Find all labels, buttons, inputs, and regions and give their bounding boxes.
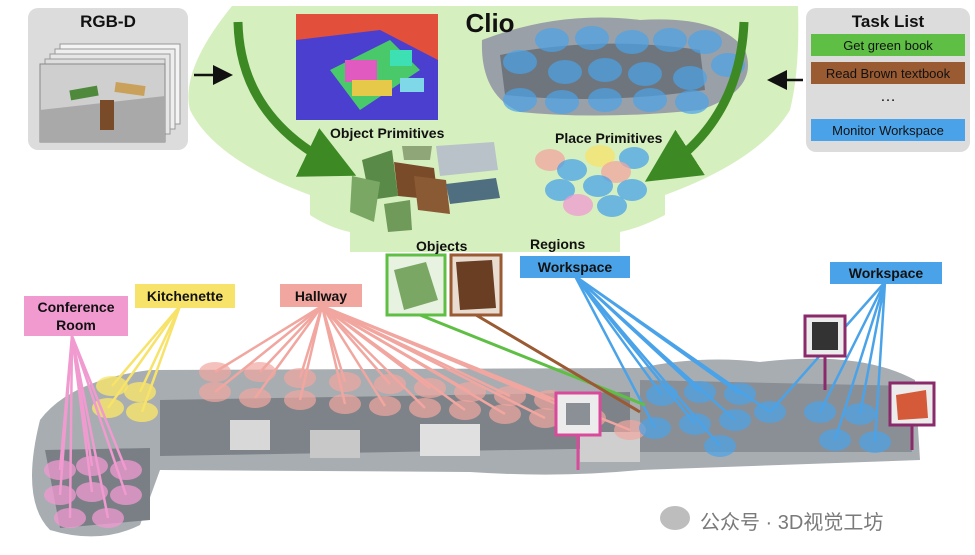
- task-read-brown-textbook: Read Brown textbook: [811, 62, 965, 84]
- place-primitive-circles: [535, 145, 649, 217]
- region-hallway: Hallway: [280, 284, 362, 307]
- clio-title: Clio: [465, 8, 515, 38]
- object-primitives-label: Object Primitives: [330, 125, 445, 141]
- place-primitives-label: Place Primitives: [555, 130, 663, 146]
- right-green-arrow: [644, 21, 749, 182]
- object-primitive-pieces: [350, 142, 500, 232]
- region-conference-room: Conference Room: [24, 296, 128, 336]
- hallway-links: [214, 304, 631, 432]
- region-workspace-right: Workspace: [830, 262, 942, 284]
- region-workspace-center: Workspace: [520, 256, 630, 278]
- place-cloud-nodes: [503, 26, 745, 114]
- task-monitor-workspace: Monitor Workspace: [811, 119, 965, 141]
- task-get-green-book: Get green book: [811, 34, 965, 56]
- brown-book-image: [456, 260, 496, 310]
- conference-links: [58, 335, 128, 519]
- task-list-title: Task List: [851, 12, 925, 31]
- green-book-image: [394, 262, 438, 310]
- left-green-arrow: [233, 21, 357, 177]
- brown-book-link: [475, 313, 641, 414]
- rgbd-title: RGB-D: [80, 12, 136, 31]
- rgbd-frames: [39, 43, 181, 143]
- objects-label: Objects: [416, 238, 468, 254]
- wechat-icon: [660, 506, 690, 530]
- green-book-link: [419, 313, 646, 407]
- regions-label: Regions: [530, 236, 586, 252]
- task-ellipsis: …: [880, 88, 896, 105]
- kitchenette-links: [106, 305, 182, 413]
- region-kitchenette: Kitchenette: [135, 284, 235, 308]
- watermark: 公众号 · 3D视觉工坊: [700, 512, 884, 534]
- segmentation-image: [296, 14, 438, 120]
